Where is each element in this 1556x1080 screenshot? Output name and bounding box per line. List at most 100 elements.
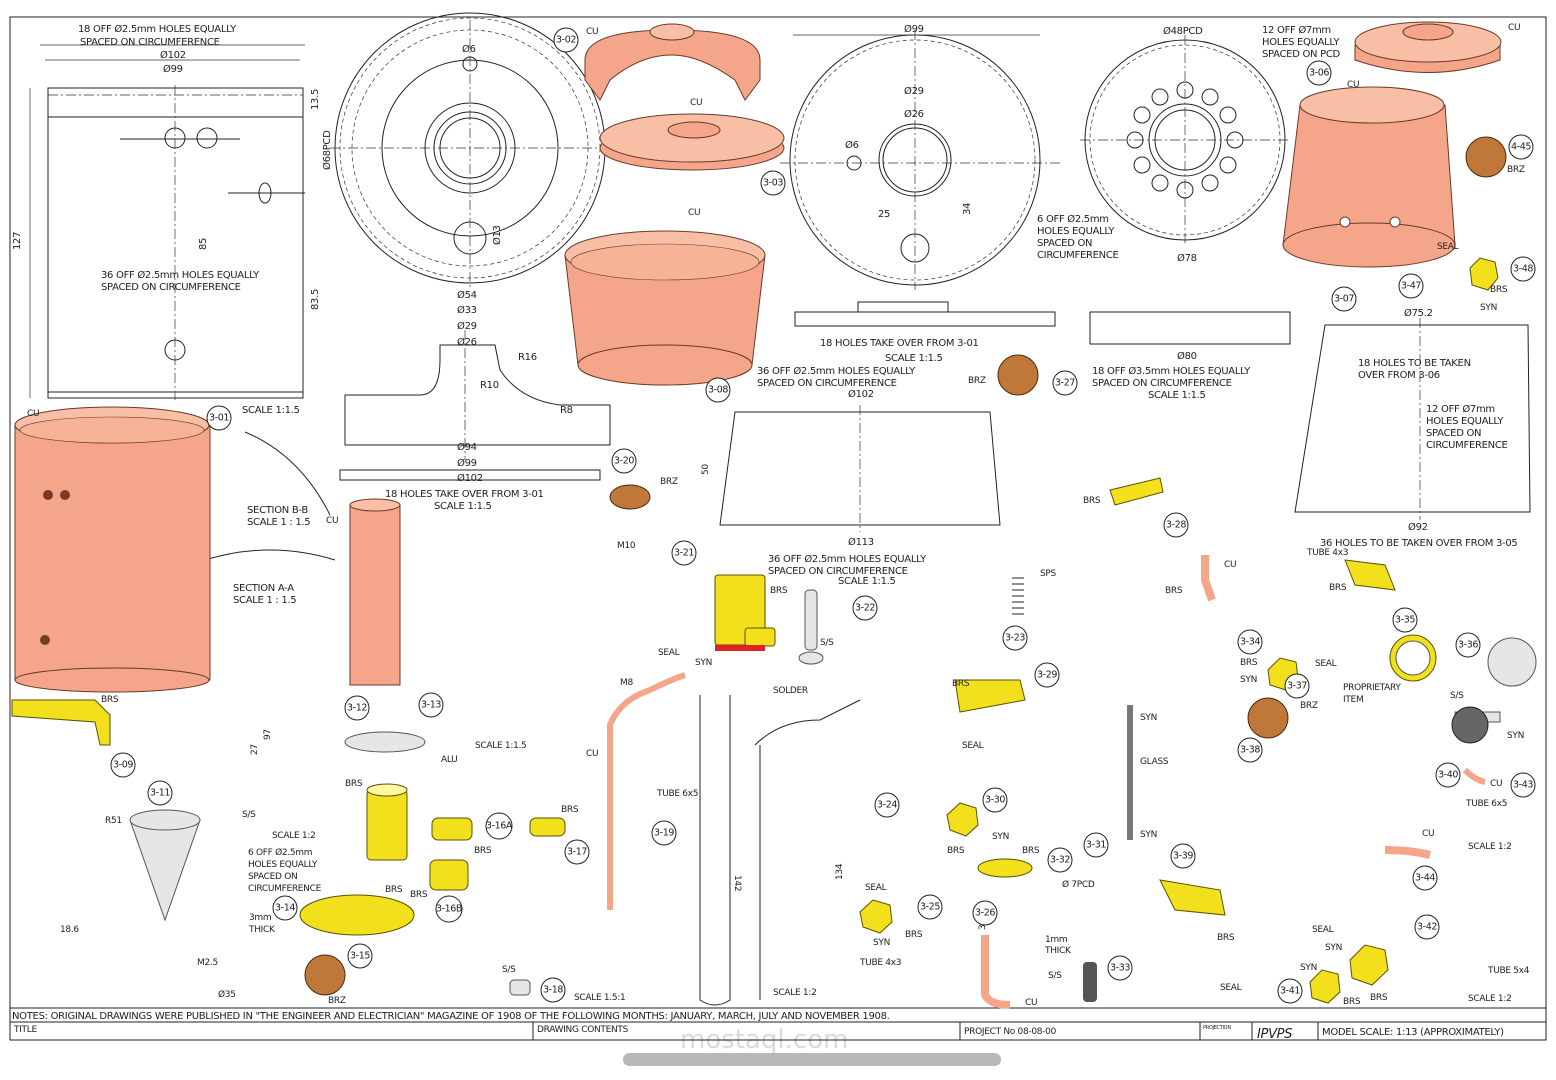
stainless-screw-3-33 xyxy=(1083,962,1097,1002)
svg-text:3-38: 3-38 xyxy=(1240,745,1260,756)
note-6-off-2: HOLES EQUALLY xyxy=(248,860,318,870)
material-label: BRS xyxy=(770,586,788,596)
material-label: BRS xyxy=(1022,846,1040,856)
note-6-holes-4: CIRCUMFERENCE xyxy=(1037,250,1119,261)
material-label: S/S xyxy=(820,638,834,648)
material-label: BRS xyxy=(947,846,965,856)
note-12-holes: 12 OFF Ø7mm xyxy=(1262,24,1331,36)
balloon-3-09: 3-09 xyxy=(110,752,136,778)
material-label: CU xyxy=(586,749,598,759)
material-label: SEAL xyxy=(1312,925,1334,935)
svg-text:3-24: 3-24 xyxy=(877,800,897,811)
dim-c25: 25 xyxy=(878,209,890,220)
dim-pcd48: Ø48PCD xyxy=(1163,25,1203,37)
dim-c34: 34 xyxy=(962,203,973,215)
balloon-3-38: 3-38 xyxy=(1237,737,1263,763)
material-label: SEAL xyxy=(658,648,680,658)
note-6-holes-3: SPACED ON xyxy=(1037,238,1092,249)
balloon-3-13: 3-13 xyxy=(418,692,444,718)
svg-text:3-03: 3-03 xyxy=(763,178,783,189)
balloon-3-25: 3-25 xyxy=(917,894,943,920)
material-label: BRS xyxy=(1165,586,1183,596)
material-label: SYN xyxy=(873,938,890,948)
svg-text:3-40: 3-40 xyxy=(1438,770,1458,781)
balloon-3-12: 3-12 xyxy=(344,695,370,721)
svg-text:3-32: 3-32 xyxy=(1050,855,1070,866)
scale-label: SCALE 1:2 xyxy=(272,831,316,841)
spring xyxy=(1012,577,1024,615)
note-36-holes-2: SPACED ON CIRCUMFERENCE xyxy=(101,282,241,293)
balloon-3-35: 3-35 xyxy=(1392,607,1418,633)
material-label: SYN xyxy=(1480,303,1497,313)
note-6-holes: 6 OFF Ø2.5mm xyxy=(1037,213,1109,225)
thickness-label: THICK xyxy=(1044,946,1072,956)
section-a-a-scale: SCALE 1 : 1.5 xyxy=(233,595,296,606)
svg-text:3-14: 3-14 xyxy=(275,903,295,914)
balloon-4-45: 4-45 xyxy=(1508,134,1534,160)
material-label: CU xyxy=(1025,998,1037,1008)
note-18-holes-3-06-2: OVER FROM 3-06 xyxy=(1358,370,1440,381)
dim-d99: Ø99 xyxy=(163,63,183,75)
material-label: BRS xyxy=(1083,496,1101,506)
material-label: SEAL xyxy=(865,883,887,893)
material-label: S/S xyxy=(1450,691,1464,701)
brass-nut-3-48 xyxy=(1469,257,1499,291)
balloon-3-42: 3-42 xyxy=(1414,914,1440,940)
material-label: BRS xyxy=(410,890,428,900)
material-label: SYN xyxy=(992,832,1009,842)
tube-label: TUBE 6x5 xyxy=(656,789,698,799)
balloon-3-15: 3-15 xyxy=(347,943,373,969)
section-b-b: SECTION B-B xyxy=(247,505,308,516)
stainless-cone-3-11 xyxy=(129,819,201,922)
material-label: BRS xyxy=(474,846,492,856)
balloon-3-33: 3-33 xyxy=(1107,955,1133,981)
dim-d6: Ø6 xyxy=(462,43,476,55)
dim-85: 85 xyxy=(198,238,209,250)
material-label: BRS xyxy=(1490,285,1508,295)
material-label: BRS xyxy=(385,885,403,895)
material-label: BRZ xyxy=(1507,165,1525,175)
balloon-3-31: 3-31 xyxy=(1083,832,1109,858)
balloon-3-43: 3-43 xyxy=(1510,772,1536,798)
dim-d80: Ø80 xyxy=(1177,350,1197,362)
dim-83-5: 83.5 xyxy=(310,289,321,310)
balloon-3-47: 3-47 xyxy=(1398,273,1424,299)
balloon-3-16b: 3-16B xyxy=(435,895,463,923)
projection-label: PROJECTION xyxy=(1203,1025,1231,1031)
balloon-3-23: 3-23 xyxy=(1002,625,1028,651)
note-36-holes-3-05: 36 HOLES TO BE TAKEN OVER FROM 3-05 xyxy=(1320,538,1518,549)
part-3-08-drawing xyxy=(719,405,1001,532)
dim-c6: Ø6 xyxy=(845,139,859,151)
copper-pipe-3-44 xyxy=(1384,846,1431,859)
scale-label: SCALE 1:2 xyxy=(773,988,817,998)
balloon-3-03: 3-03 xyxy=(760,170,786,196)
dim-d26: Ø26 xyxy=(457,336,477,348)
brass-nut-3-42 xyxy=(1349,944,1389,986)
dim-127: 127 xyxy=(12,232,23,250)
copper-disc-3-03 xyxy=(599,113,785,171)
bronze-bush-3-27 xyxy=(997,354,1039,396)
home-indicator-bar[interactable] xyxy=(623,1053,1001,1066)
copper-pipe-3-19 xyxy=(607,672,686,910)
title-label: TITLE xyxy=(13,1025,37,1035)
svg-text:3-15: 3-15 xyxy=(350,951,370,962)
drawing-contents-label: DRAWING CONTENTS xyxy=(537,1025,629,1035)
part-3-07-drawing xyxy=(1294,318,1531,520)
material-label: BRZ xyxy=(1300,701,1318,711)
solder-label: SOLDER xyxy=(773,686,808,696)
note-12-off-4: CIRCUMFERENCE xyxy=(1426,440,1508,451)
dim-d78: Ø78 xyxy=(1177,252,1197,264)
part-3-01-drawing xyxy=(29,44,305,400)
brass-nut-3-25a xyxy=(946,802,979,837)
svg-text:3-37: 3-37 xyxy=(1287,681,1307,692)
dim-d33: Ø33 xyxy=(457,304,477,316)
dim-d99-b: Ø99 xyxy=(457,457,477,469)
tube-label: TUBE 6x5 xyxy=(1465,799,1507,809)
tube-label: TUBE 4x3 xyxy=(859,958,901,968)
svg-text:3-39: 3-39 xyxy=(1173,851,1193,862)
scale-3-03: SCALE 1:1.5 xyxy=(885,353,943,364)
note-36-off-b: 36 OFF Ø2.5mm HOLES EQUALLY xyxy=(768,553,927,565)
dim-d94: Ø94 xyxy=(457,441,477,453)
material-label: BRS xyxy=(952,679,970,689)
material-label: BRS xyxy=(1329,583,1347,593)
